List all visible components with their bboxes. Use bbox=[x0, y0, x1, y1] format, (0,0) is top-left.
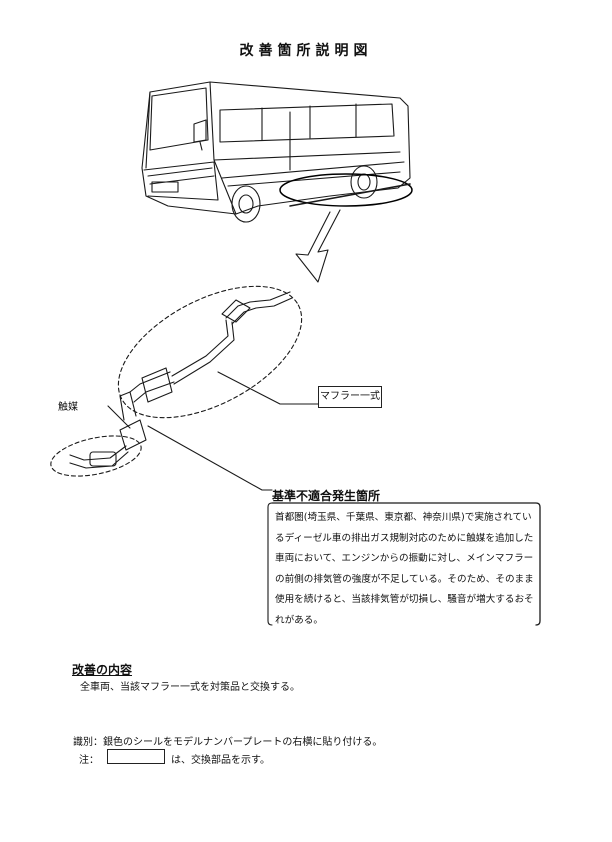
muffler-label: マフラー一式 bbox=[318, 386, 382, 408]
catalyst-dashed-outline bbox=[50, 435, 142, 477]
page-title: 改善箇所説明図 bbox=[239, 43, 373, 59]
note-legend-box bbox=[107, 749, 165, 764]
defect-heading: 基準不適合発生箇所 bbox=[272, 489, 381, 503]
identification-text: 識別：銀色のシールをモデルナンバープレートの右横に貼り付ける。 bbox=[73, 737, 383, 748]
defect-description: 首都圏(埼玉県、千葉県、東京都、神奈川県)で実施されているディーゼル車の排出ガス… bbox=[275, 512, 534, 626]
note-text: は、交換部品を示す。 bbox=[171, 755, 270, 766]
bus-drawing bbox=[141, 81, 413, 223]
pointer-arrow bbox=[295, 209, 341, 283]
exhaust-pipe-drawing bbox=[69, 291, 293, 469]
improvement-text: 全車両、当該マフラー一式を対策品と交換する。 bbox=[80, 682, 300, 693]
improvement-heading: 改善の内容 bbox=[72, 663, 133, 677]
muffler-dashed-outline bbox=[117, 285, 303, 419]
note-label: 注： bbox=[79, 755, 99, 766]
catalyst-label: 触媒 bbox=[58, 402, 78, 413]
